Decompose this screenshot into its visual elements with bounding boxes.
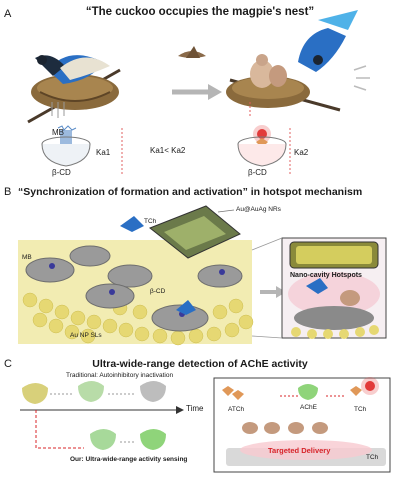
mb-label-b: MB <box>22 254 32 261</box>
right-nest-scene <box>226 10 370 116</box>
atch-label: ATCh <box>228 406 245 413</box>
cuckoo-arrow <box>172 46 222 100</box>
hotspot-label: Nano-cavity Hotspots <box>290 272 362 279</box>
panel-c-title: Ultra-wide-range detection of AChE activ… <box>92 358 308 370</box>
our-label: Our: Ultra-wide-range activity sensing <box>70 456 188 463</box>
substrate-gold-spheres <box>18 240 254 346</box>
ka-comparison: Ka1< Ka2 <box>150 146 186 155</box>
hotspot-inset <box>281 237 387 339</box>
tch-label-b: TCh <box>144 218 157 225</box>
au-nanorod <box>149 205 241 259</box>
mb-label: MB <box>52 128 64 137</box>
left-nest-scene <box>27 55 121 124</box>
panel-b-letter: B <box>4 186 12 198</box>
nrs-label: Au@AuAg NRs <box>236 206 281 213</box>
panel-c-letter: C <box>4 358 12 370</box>
right-bcd-cup <box>237 125 287 167</box>
left-bcd-cup <box>41 125 91 167</box>
sls-label: Au NP SLs <box>70 332 102 339</box>
ache-label: AChE <box>300 404 317 411</box>
bcd-left-label: β-CD <box>52 168 71 177</box>
bcd-right-label: β-CD <box>248 168 267 177</box>
panel-c-box <box>213 377 391 473</box>
tch-label-c: TCh <box>354 406 367 413</box>
time-label: Time <box>186 404 204 413</box>
ka1-label: Ka1 <box>96 148 111 157</box>
panel-a-letter: A <box>4 8 12 20</box>
bcd-label-b: β-CD <box>150 288 166 295</box>
ka2-label: Ka2 <box>294 148 309 157</box>
magpies-b <box>120 216 196 315</box>
traditional-label: Traditional: Autoinhibitory inactivation <box>66 372 174 379</box>
panel-b-title: “Synchronization of formation and activa… <box>18 186 363 198</box>
panel-a-title: “The cuckoo occupies the magpie's nest” <box>85 6 315 18</box>
cd-nests <box>25 245 243 332</box>
enzyme-shapes <box>22 381 166 450</box>
tch-small-label: TCh <box>366 454 379 461</box>
delivery-label: Targeted Delivery <box>268 446 331 455</box>
